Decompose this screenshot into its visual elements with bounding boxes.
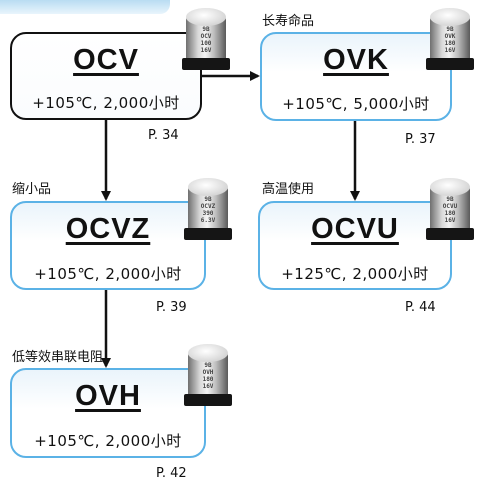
section-label-ocvu: 高温使用 [262,182,315,197]
series-spec: +125℃, 2,000小时 [281,265,429,283]
series-name: OCV [73,44,139,76]
series-spec: +105℃, 2,000小时 [32,94,180,112]
top-banner-decoration [0,0,170,14]
series-spec: +105℃, 2,000小时 [34,265,182,283]
page-ref-ovk: P. 37 [405,132,436,147]
section-label-ocvz: 缩小品 [12,182,52,197]
section-label-ovh: 低等效串联电阻 [12,350,104,365]
series-box-ocvz: OCVZ +105℃, 2,000小时 [10,201,206,290]
section-label-ovk: 长寿命品 [262,14,315,29]
series-name: OCVZ [65,213,151,245]
series-box-ocv: OCV +105℃, 2,000小时 [10,32,202,120]
page-ref-ocvz: P. 39 [156,300,187,315]
series-name: OVH [75,380,141,412]
series-box-ovk: OVK +105℃, 5,000小时 [260,32,452,121]
page-ref-ocvu: P. 44 [405,300,436,315]
page-ref-ovh: P. 42 [156,466,187,481]
series-box-ovh: OVH +105℃, 2,000小时 [10,368,206,458]
series-name: OCVU [311,213,399,245]
series-spec: +105℃, 2,000小时 [34,432,182,450]
series-name: OVK [323,44,389,76]
series-spec: +105℃, 5,000小时 [282,95,430,113]
series-box-ocvu: OCVU +125℃, 2,000小时 [258,201,452,290]
page-ref-ocv: P. 34 [148,128,179,143]
